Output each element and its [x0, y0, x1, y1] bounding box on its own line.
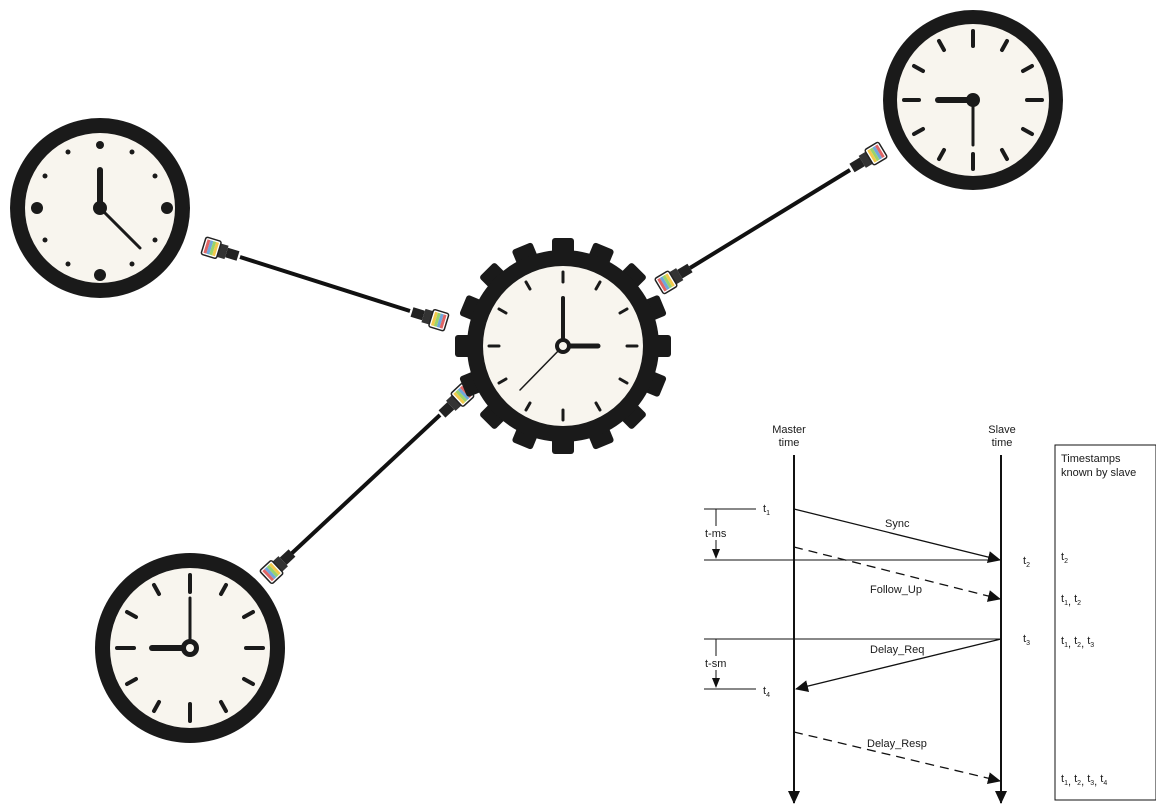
ptp-timing-diagram: Master time Slave time Timestamps known … [704, 424, 1156, 804]
ethernet-connector-icon [408, 302, 450, 332]
timestamp-symbol: t [1100, 773, 1103, 785]
follow-up-message-arrow [793, 546, 1001, 602]
timestamp-symbol: t [1087, 773, 1090, 785]
timestamp-symbol: t [1074, 773, 1077, 785]
clock-icon-bottom [95, 553, 285, 743]
t4-label: t4 [763, 685, 770, 699]
timestamp-subscript: 1 [1064, 600, 1068, 607]
timestamp-subscript: 2 [1077, 642, 1081, 649]
known-row-t2: t2 [1061, 551, 1068, 565]
ethernet-connector-icon [846, 140, 889, 177]
ethernet-connector-icon [653, 259, 696, 296]
timestamp-symbol: t [1074, 635, 1077, 647]
known-row-t1-t2-t3: t1, t2, t3 [1061, 635, 1094, 650]
follow-up-label: Follow_Up [870, 584, 922, 596]
timestamp-subscript: 2 [1064, 558, 1068, 565]
t2-label: t2 [1023, 555, 1030, 569]
timestamp-symbol: t [1074, 593, 1077, 605]
master-header-line1: Master [772, 424, 806, 436]
clock-icon-top-right [883, 10, 1063, 190]
known-header-line1: Timestamps [1061, 453, 1121, 465]
known-row-t1-t2: t1, t2 [1061, 593, 1081, 608]
network-cables [239, 168, 852, 557]
delay-req-message-arrow [795, 638, 1002, 692]
known-row-t1-t2-t3-t4: t1, t2, t3, t4 [1061, 773, 1107, 788]
master-header-line2: time [779, 437, 800, 449]
ethernet-connector-icon [200, 236, 242, 266]
gear-clock-icon [455, 238, 671, 454]
t1-label: t1 [763, 503, 770, 517]
timestamp-symbol: t [1061, 773, 1064, 785]
timestamp-subscript: 2 [1077, 780, 1081, 787]
t3-label: t3 [1023, 633, 1030, 647]
delay-req-label: Delay_Req [870, 644, 924, 656]
sync-label: Sync [885, 518, 910, 530]
t-sm-label: t-sm [705, 658, 726, 670]
t-ms-label: t-ms [705, 528, 727, 540]
timestamp-symbol: t [1061, 551, 1064, 563]
timestamp-symbol: t [1087, 635, 1090, 647]
slave-header-line1: Slave [988, 424, 1016, 436]
clock-icon-left [10, 118, 190, 298]
timestamp-symbol: t [1061, 635, 1064, 647]
timestamp-subscript: 3 [1090, 642, 1094, 649]
delay-resp-label: Delay_Resp [867, 738, 927, 750]
timestamp-subscript: 1 [1064, 642, 1068, 649]
timestamp-symbol: t [1061, 593, 1064, 605]
timestamp-subscript: 2 [1077, 600, 1081, 607]
slave-header-line2: time [992, 437, 1013, 449]
timestamp-subscript: 4 [1103, 780, 1107, 787]
known-header-line2: known by slave [1061, 467, 1136, 479]
timestamp-subscript: 3 [1090, 780, 1094, 787]
timestamps-known-box [1054, 444, 1156, 801]
sync-message-arrow [793, 508, 1001, 563]
timestamp-subscript: 1 [1064, 780, 1068, 787]
delay-resp-message-arrow [793, 731, 1001, 785]
